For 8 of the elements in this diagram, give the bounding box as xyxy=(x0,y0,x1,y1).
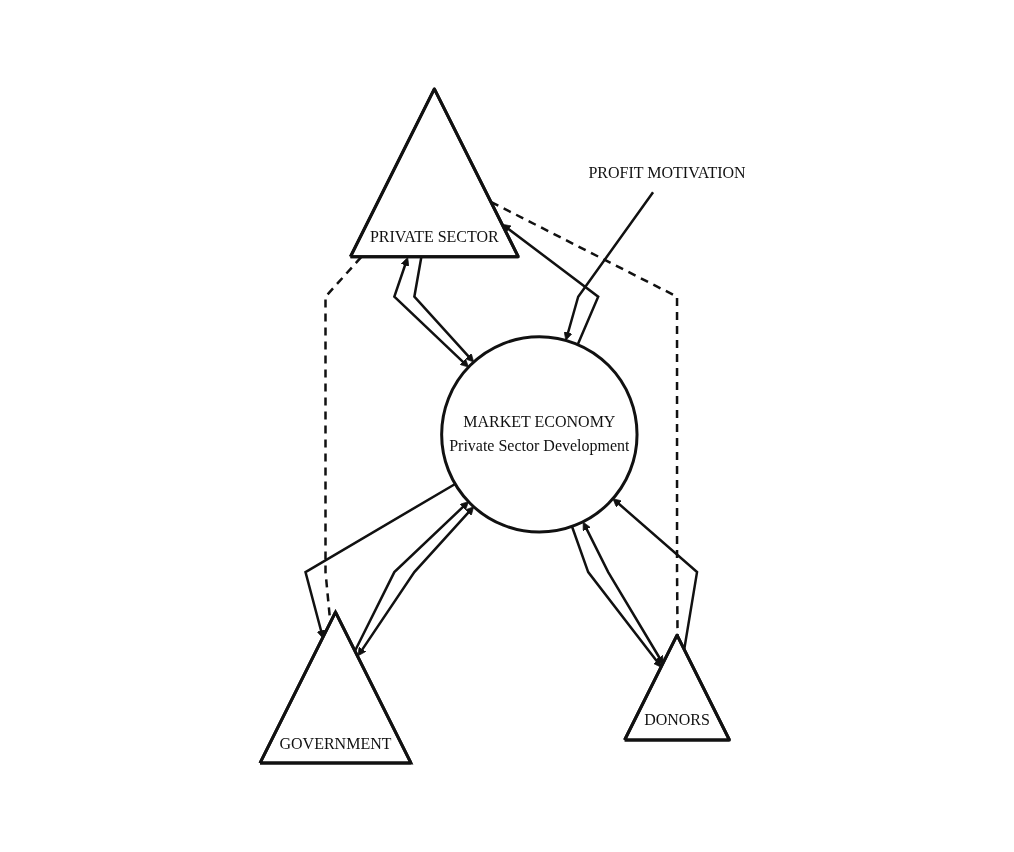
arrow xyxy=(304,482,457,639)
arrow xyxy=(393,257,470,368)
arrow xyxy=(583,521,665,665)
node-text: PROFIT MOTIVATION xyxy=(588,163,747,181)
node-circle: MARKET ECONOMY Private Sector Development xyxy=(440,335,639,534)
arrow xyxy=(413,257,475,363)
arrow xyxy=(564,191,655,341)
arrow xyxy=(571,526,663,668)
